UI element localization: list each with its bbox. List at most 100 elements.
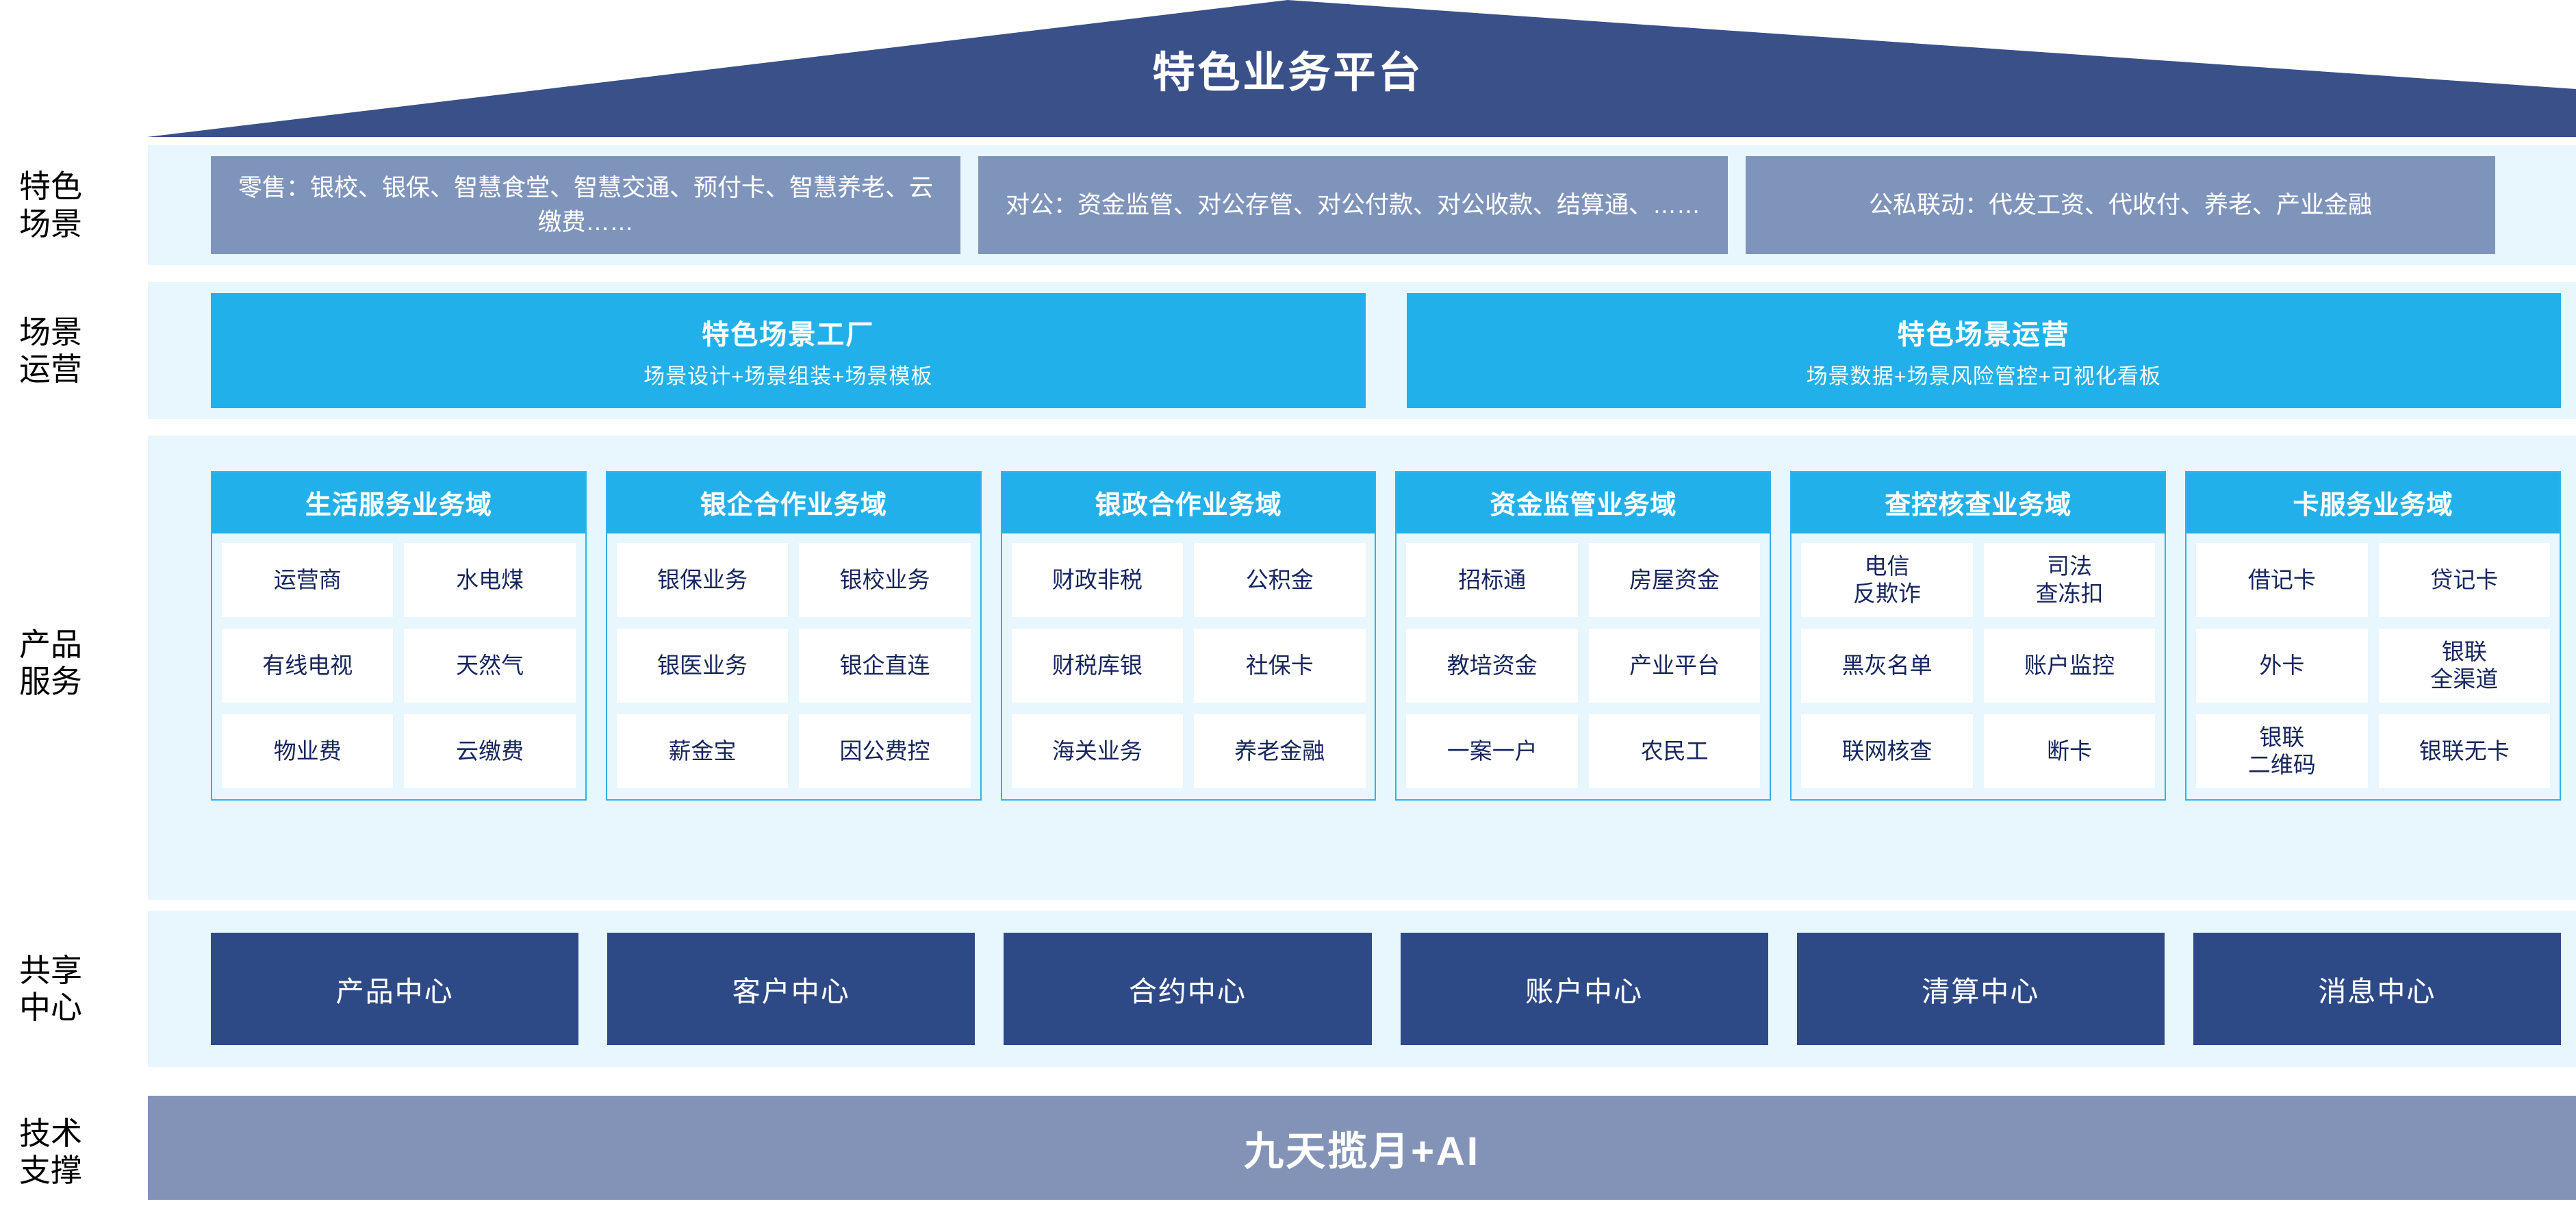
domain-cell[interactable]: 电信 反欺诈 — [1801, 543, 1973, 617]
scenarios-panel: 零售：银校、银保、智慧食堂、智慧交通、预付卡、智慧养老、云缴费…… 对公：资金监… — [148, 145, 2576, 265]
ops-box-scene-factory[interactable]: 特色场景工厂 场景设计+场景组装+场景模板 — [211, 293, 1366, 408]
domain-cell[interactable]: 薪金宝 — [616, 714, 789, 788]
domain-cell[interactable]: 社保卡 — [1194, 629, 1366, 703]
domain-cell[interactable]: 教培资金 — [1406, 629, 1578, 703]
domain-cell-grid: 借记卡贷记卡外卡银联 全渠道银联 二维码银联无卡 — [2186, 533, 2560, 799]
domain-cell-row: 教培资金产业平台 — [1406, 629, 1761, 703]
domain-cell-row: 财税库银社保卡 — [1011, 629, 1366, 703]
row-label-products: 产品 服务 — [19, 627, 82, 700]
shared-centers-row: 共享 中心 产品中心客户中心合约中心账户中心清算中心消息中心 — [0, 911, 2576, 1067]
domain-cell[interactable]: 天然气 — [404, 629, 576, 703]
domain-cell-grid: 银保业务银校业务银医业务银企直连薪金宝因公费控 — [607, 533, 980, 799]
domain-cell[interactable]: 黑灰名单 — [1801, 629, 1973, 703]
row-label-tech: 技术 支撑 — [19, 1116, 82, 1189]
domain-cell[interactable]: 银保业务 — [616, 543, 789, 617]
domain-column[interactable]: 资金监管业务域招标通房屋资金教培资金产业平台一案一户农民工 — [1395, 471, 1772, 801]
domain-cell[interactable]: 银校业务 — [799, 543, 971, 617]
domain-cell-row: 电信 反欺诈司法 查冻扣 — [1801, 543, 2156, 617]
domain-cell[interactable]: 财政非税 — [1011, 543, 1184, 617]
domain-cell[interactable]: 水电煤 — [404, 543, 576, 617]
domain-cell-row: 薪金宝因公费控 — [616, 714, 971, 788]
scenario-box-public-private[interactable]: 公私联动：代发工资、代收付、养老、产业金融 — [1746, 156, 2495, 254]
domain-cell[interactable]: 海关业务 — [1011, 714, 1184, 788]
domain-cell[interactable]: 银企直连 — [799, 629, 971, 703]
ops-subtitle-scene-factory: 场景设计+场景组装+场景模板 — [643, 364, 933, 388]
domain-cell[interactable]: 贷记卡 — [2378, 543, 2550, 617]
domain-cell[interactable]: 运营商 — [222, 543, 394, 617]
domain-cell-row: 物业费云缴费 — [222, 714, 576, 788]
platform-roof-banner: 特色业务平台 — [0, 0, 2576, 140]
domain-title: 银政合作业务域 — [1002, 473, 1375, 533]
domain-cell[interactable]: 有线电视 — [222, 629, 394, 703]
scenario-box-retail[interactable]: 零售：银校、银保、智慧食堂、智慧交通、预付卡、智慧养老、云缴费…… — [211, 156, 960, 254]
scene-operations-row: 场景 运营 特色场景工厂 场景设计+场景组装+场景模板 特色场景运营 场景数据+… — [0, 282, 2576, 419]
domain-cell-grid: 招标通房屋资金教培资金产业平台一案一户农民工 — [1397, 533, 1770, 799]
domain-cell-grid: 财政非税公积金财税库银社保卡海关业务养老金融 — [1002, 533, 1375, 799]
domain-cell-row: 招标通房屋资金 — [1406, 543, 1761, 617]
shared-center-box[interactable]: 清算中心 — [1796, 933, 2165, 1045]
row-label-operations: 场景 运营 — [19, 314, 82, 387]
domain-cell-row: 一案一户农民工 — [1406, 714, 1761, 788]
domain-cell[interactable]: 账户监控 — [1983, 629, 2156, 703]
domain-column[interactable]: 卡服务业务域借记卡贷记卡外卡银联 全渠道银联 二维码银联无卡 — [2185, 471, 2561, 801]
shared-centers-panel: 产品中心客户中心合约中心账户中心清算中心消息中心 — [148, 911, 2576, 1067]
domain-cell[interactable]: 银联无卡 — [2378, 714, 2550, 788]
domain-cell[interactable]: 产业平台 — [1588, 629, 1761, 703]
domain-cell-row: 运营商水电煤 — [222, 543, 576, 617]
domain-title: 生活服务业务域 — [212, 473, 585, 533]
domain-column[interactable]: 银政合作业务域财政非税公积金财税库银社保卡海关业务养老金融 — [1000, 471, 1377, 801]
domain-cell[interactable]: 联网核查 — [1801, 714, 1973, 788]
domain-title: 查控核查业务域 — [1791, 473, 2165, 533]
domain-cell[interactable]: 一案一户 — [1406, 714, 1578, 788]
domain-cell[interactable]: 养老金融 — [1194, 714, 1366, 788]
domain-cell-grid: 电信 反欺诈司法 查冻扣黑灰名单账户监控联网核查断卡 — [1791, 533, 2165, 799]
row-label-centers: 共享 中心 — [19, 952, 82, 1025]
domain-cell[interactable]: 云缴费 — [404, 714, 576, 788]
scenarios-row: 特色 场景 零售：银校、银保、智慧食堂、智慧交通、预付卡、智慧养老、云缴费…… … — [0, 145, 2576, 265]
tech-support-title: 九天揽月+AI — [1244, 1129, 1480, 1174]
product-services-row: 产品 服务 生活服务业务域运营商水电煤有线电视天然气物业费云缴费银企合作业务域银… — [0, 436, 2576, 900]
shared-center-box[interactable]: 账户中心 — [1400, 933, 1768, 1045]
scenario-box-corporate[interactable]: 对公：资金监管、对公存管、对公付款、对公收款、结算通、…… — [978, 156, 1728, 254]
shared-center-box[interactable]: 客户中心 — [607, 933, 975, 1045]
domain-cell[interactable]: 银联 二维码 — [2196, 714, 2368, 788]
domain-cell-row: 联网核查断卡 — [1801, 714, 2156, 788]
domain-cell[interactable]: 银联 全渠道 — [2378, 629, 2550, 703]
page-title: 特色业务平台 — [1152, 49, 1424, 97]
domain-cell[interactable]: 司法 查冻扣 — [1983, 543, 2156, 617]
domain-cell[interactable]: 物业费 — [222, 714, 394, 788]
domain-cell-row: 黑灰名单账户监控 — [1801, 629, 2156, 703]
tech-support-bar: 九天揽月+AI — [148, 1096, 2576, 1200]
domain-cell[interactable]: 因公费控 — [799, 714, 971, 788]
shared-center-box[interactable]: 产品中心 — [211, 933, 579, 1045]
domain-cell-row: 银保业务银校业务 — [616, 543, 971, 617]
domain-column[interactable]: 生活服务业务域运营商水电煤有线电视天然气物业费云缴费 — [211, 471, 587, 801]
domain-cell-grid: 运营商水电煤有线电视天然气物业费云缴费 — [212, 533, 585, 799]
shared-center-box[interactable]: 合约中心 — [1004, 933, 1372, 1045]
domain-cell[interactable]: 公积金 — [1194, 543, 1366, 617]
shared-center-box[interactable]: 消息中心 — [2193, 933, 2562, 1045]
domain-cell-row: 银医业务银企直连 — [616, 629, 971, 703]
domain-column[interactable]: 查控核查业务域电信 反欺诈司法 查冻扣黑灰名单账户监控联网核查断卡 — [1790, 471, 2167, 801]
domain-title: 银企合作业务域 — [607, 473, 980, 533]
domain-cell-row: 有线电视天然气 — [222, 629, 576, 703]
ops-box-scene-operation[interactable]: 特色场景运营 场景数据+场景风险管控+可视化看板 — [1406, 293, 2561, 408]
operations-panel: 特色场景工厂 场景设计+场景组装+场景模板 特色场景运营 场景数据+场景风险管控… — [148, 282, 2576, 419]
ops-subtitle-scene-operation: 场景数据+场景风险管控+可视化看板 — [1806, 364, 2161, 388]
domain-cell[interactable]: 财税库银 — [1011, 629, 1184, 703]
domain-cell[interactable]: 农民工 — [1588, 714, 1761, 788]
domain-cell-row: 外卡银联 全渠道 — [2196, 629, 2550, 703]
domain-cell[interactable]: 借记卡 — [2196, 543, 2368, 617]
domain-cell[interactable]: 银医业务 — [616, 629, 789, 703]
domain-cell-row: 银联 二维码银联无卡 — [2196, 714, 2550, 788]
domain-cell-row: 财政非税公积金 — [1011, 543, 1366, 617]
domain-cell[interactable]: 房屋资金 — [1588, 543, 1761, 617]
domain-cell[interactable]: 外卡 — [2196, 629, 2368, 703]
tech-support-row: 技术 支撑 九天揽月+AI — [0, 1089, 2576, 1219]
domain-column[interactable]: 银企合作业务域银保业务银校业务银医业务银企直连薪金宝因公费控 — [605, 471, 982, 801]
domain-cell[interactable]: 招标通 — [1406, 543, 1578, 617]
domain-cell[interactable]: 断卡 — [1983, 714, 2156, 788]
ops-title-scene-factory: 特色场景工厂 — [702, 319, 875, 350]
domain-cell-row: 借记卡贷记卡 — [2196, 543, 2550, 617]
roof-shape — [147, 0, 2576, 137]
